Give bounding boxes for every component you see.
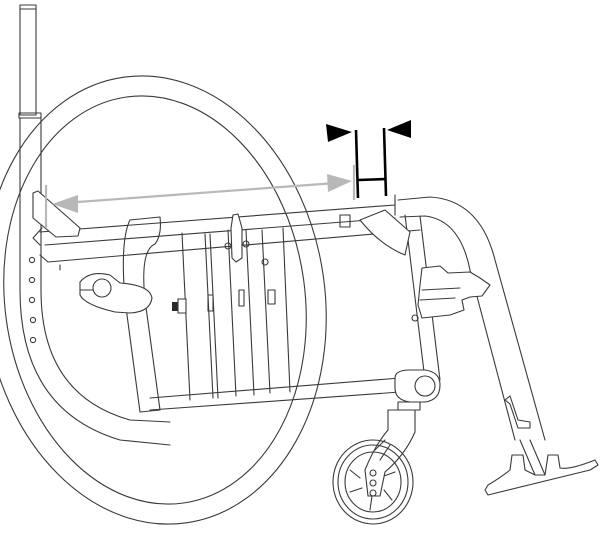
cross-brace xyxy=(181,213,291,401)
axle-clamp xyxy=(79,273,153,314)
rear-wheel-rim xyxy=(0,75,327,525)
backrest-post xyxy=(18,4,171,446)
caster-wheel xyxy=(332,439,414,525)
seat-frame xyxy=(39,204,421,411)
adjustment-holes xyxy=(28,256,37,344)
caster-fork xyxy=(364,409,416,497)
footplate xyxy=(484,395,599,496)
bolts xyxy=(172,289,276,314)
backrest-bracket xyxy=(32,190,81,246)
footrest-clamp xyxy=(411,265,491,322)
gap-dimension-marker xyxy=(326,120,411,199)
seat-wedge xyxy=(339,209,411,256)
seat-depth-arrow xyxy=(44,165,356,228)
flag-arrow-right-icon xyxy=(387,120,411,138)
side-guard xyxy=(122,216,161,413)
flag-arrow-left-icon xyxy=(326,124,352,142)
caster-housing xyxy=(394,369,441,411)
